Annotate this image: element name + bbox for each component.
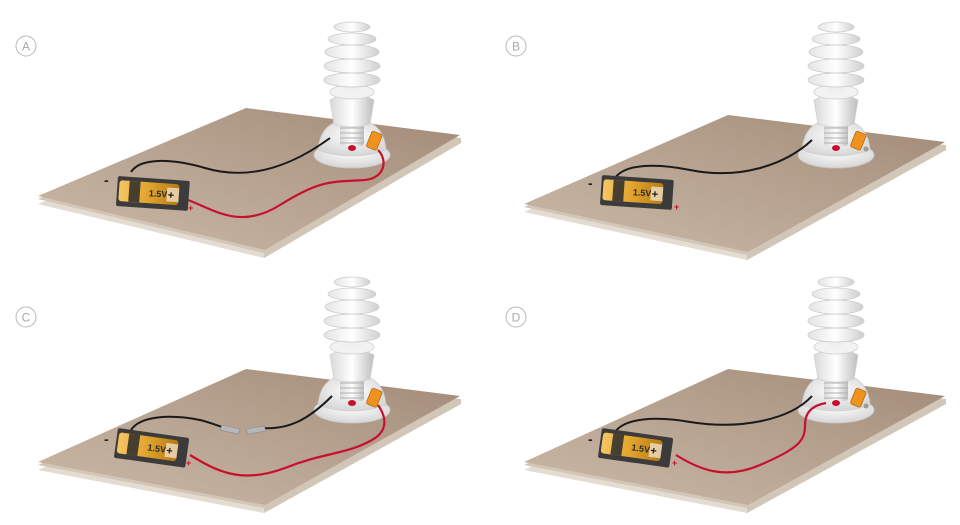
board xyxy=(38,108,461,258)
red-wire xyxy=(187,149,385,219)
panel-a: A 1. xyxy=(15,21,461,258)
panel-label-b: B xyxy=(505,35,527,57)
svg-text:-: - xyxy=(104,431,109,447)
svg-text:+: + xyxy=(651,189,658,201)
svg-text:1.5V: 1.5V xyxy=(631,442,651,454)
svg-text:C: C xyxy=(22,311,31,325)
red-wire xyxy=(675,401,827,474)
svg-text:-: - xyxy=(588,431,593,447)
battery-holder: 1.5V + xyxy=(114,428,190,468)
svg-text:-: - xyxy=(588,175,593,191)
switch xyxy=(366,130,383,151)
svg-text:+: + xyxy=(672,458,677,468)
panel-d: D xyxy=(505,276,946,513)
svg-text:+: + xyxy=(649,445,657,458)
panel-b: B xyxy=(505,21,946,260)
switch xyxy=(366,387,383,408)
black-wire-left xyxy=(130,415,227,431)
svg-text:A: A xyxy=(22,40,30,54)
svg-text:1.5V: 1.5V xyxy=(149,188,168,199)
svg-text:B: B xyxy=(512,40,520,54)
svg-text:+: + xyxy=(674,202,679,212)
svg-text:+: + xyxy=(188,203,193,213)
panel-label-a: A xyxy=(15,35,37,57)
black-wire xyxy=(614,395,813,433)
board xyxy=(38,369,461,513)
svg-text:1.5V: 1.5V xyxy=(633,187,652,198)
black-wire-right xyxy=(261,395,333,430)
svg-text:-: - xyxy=(104,172,109,188)
battery-holder: 1.5V + xyxy=(600,175,674,210)
red-wire xyxy=(189,404,386,477)
panel-label-c: C xyxy=(15,306,37,328)
black-wire xyxy=(130,137,331,174)
battery-holder: 1.5V + xyxy=(116,176,190,211)
svg-text:D: D xyxy=(512,311,521,325)
light-bulb xyxy=(313,21,391,169)
black-wire xyxy=(614,139,813,179)
panel-c: C xyxy=(15,276,461,513)
light-bulb xyxy=(797,21,875,169)
switch xyxy=(850,387,869,409)
svg-text:+: + xyxy=(165,445,173,458)
panel-label-d: D xyxy=(505,306,527,328)
switch xyxy=(850,130,869,152)
battery-holder: 1.5V + xyxy=(598,428,674,468)
svg-text:1.5V: 1.5V xyxy=(147,442,167,454)
wire-gap-connectors xyxy=(219,424,267,435)
svg-text:+: + xyxy=(186,458,191,468)
svg-text:+: + xyxy=(167,190,174,202)
